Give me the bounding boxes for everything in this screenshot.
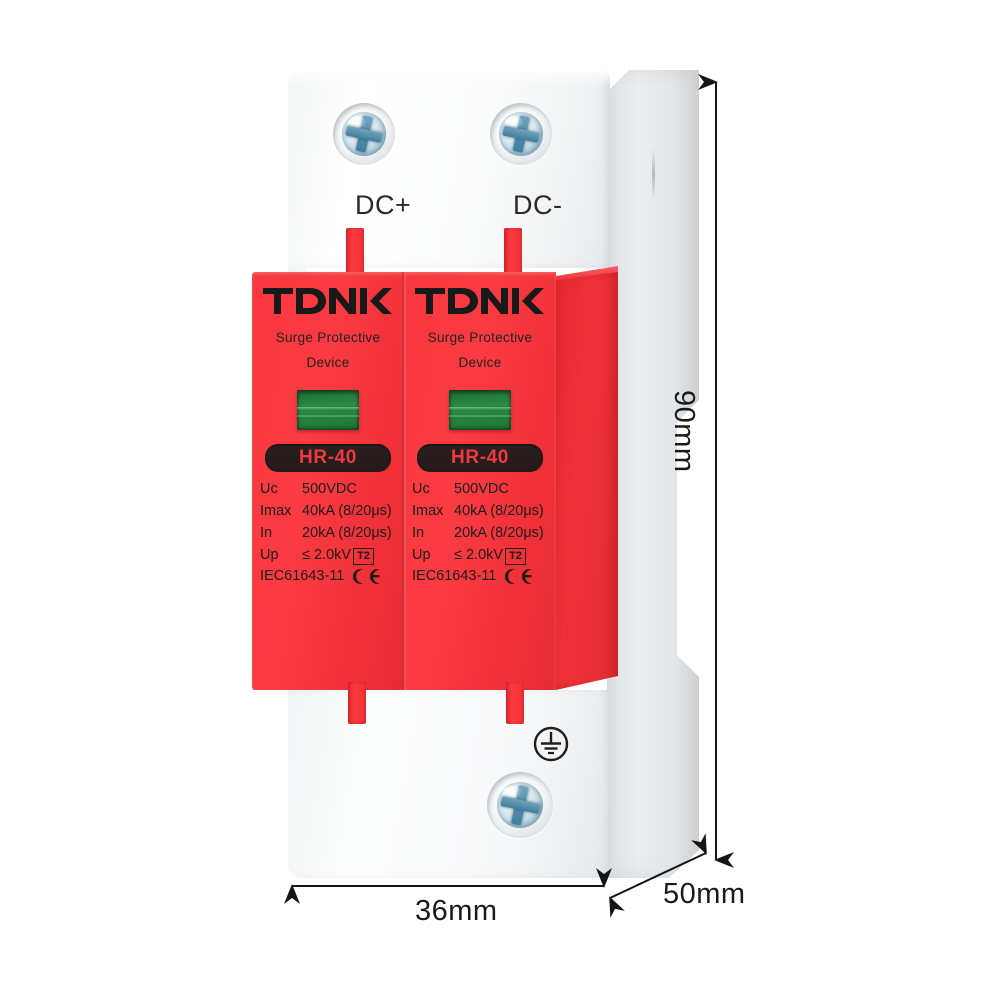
model-label: HR-40	[299, 446, 357, 468]
spec-row-in: In 20kA (8/20μs)	[412, 522, 548, 544]
housing-side-seam	[652, 148, 655, 200]
dimension-line-depth	[609, 833, 707, 918]
ce-mark-icon	[350, 568, 382, 585]
module-tab-bottom-right	[506, 682, 524, 724]
spec-row-uc: Uc 500VDC	[260, 478, 396, 500]
spec-row-in: In 20kA (8/20μs)	[260, 522, 396, 544]
housing-top-bevel	[288, 70, 610, 86]
model-label: HR-40	[451, 446, 509, 468]
module-subtitle: Surge Protective Device	[252, 326, 404, 376]
module-divider-seam	[402, 272, 406, 690]
spec-value: ≤ 2.0kV	[302, 547, 352, 564]
spec-key: Up	[260, 547, 279, 564]
subtitle-line-2: Device	[306, 354, 350, 370]
model-badge: HR-40	[417, 443, 543, 472]
module-tab-top-right	[504, 228, 522, 274]
spec-key: In	[412, 525, 425, 541]
terminal-screw-dc-minus[interactable]	[490, 103, 552, 165]
subtitle-line-2: Device	[458, 354, 502, 370]
type-class-badge: T2	[353, 548, 374, 566]
housing-top-block	[288, 70, 610, 268]
model-badge: HR-40	[265, 443, 391, 472]
spec-row-imax: Imax 40kA (8/20μs)	[260, 500, 396, 522]
subtitle-line-1: Surge Protective	[275, 330, 381, 345]
surge-module-dc-plus[interactable]: Surge Protective Device HR-40 Uc 500VDC …	[252, 272, 404, 690]
spec-key: In	[260, 525, 273, 541]
module-subtitle: Surge Protective Device	[404, 326, 556, 376]
module-face: Surge Protective Device HR-40 Uc 500VDC …	[252, 272, 404, 690]
spec-list: Uc 500VDC Imax 40kA (8/20μs) In 20kA (8/…	[404, 478, 556, 588]
spec-key: Imax	[412, 502, 444, 519]
spec-key: Uc	[260, 480, 278, 497]
dimension-label-height: 90mm	[668, 390, 700, 473]
spec-row-up: Up ≤ 2.0kV T2	[260, 544, 396, 566]
terminal-label-dc-plus: DC+	[355, 190, 412, 220]
dimension-label-width: 36mm	[415, 895, 498, 927]
spec-key: Up	[412, 547, 431, 564]
ce-mark-icon	[502, 568, 534, 585]
surge-module-dc-minus[interactable]: Surge Protective Device HR-40 Uc 500VDC …	[404, 272, 556, 690]
standard-row: IEC61643-11	[260, 566, 396, 588]
spec-row-imax: Imax 40kA (8/20μs)	[412, 500, 548, 522]
dimension-label-depth: 50mm	[663, 878, 746, 910]
spec-list: Uc 500VDC Imax 40kA (8/20μs) In 20kA (8/…	[252, 478, 404, 588]
standard-row: IEC61643-11	[412, 566, 548, 588]
spec-value: ≤ 2.0kV	[454, 547, 504, 564]
status-indicator-window	[297, 389, 359, 430]
brand-logo	[252, 286, 404, 316]
module-tab-bottom-left	[348, 682, 366, 724]
spec-row-up: Up ≤ 2.0kV T2	[412, 544, 548, 566]
status-indicator-window	[449, 389, 511, 430]
spec-value: 500VDC	[454, 480, 509, 497]
standard-label: IEC61643-11	[260, 568, 345, 585]
spec-value: 40kA (8/20μs)	[302, 502, 392, 519]
spec-key: Imax	[260, 502, 292, 519]
module-tab-top-left	[346, 228, 364, 274]
terminal-label-dc-minus: DC-	[513, 190, 563, 220]
module-right-depth-face	[556, 272, 618, 690]
earth-ground-symbol-icon	[531, 724, 571, 764]
spec-key: Uc	[412, 480, 430, 497]
module-face: Surge Protective Device HR-40 Uc 500VDC …	[404, 272, 556, 690]
spec-value: 20kA (8/20μs)	[302, 525, 392, 541]
subtitle-line-1: Surge Protective	[427, 330, 533, 345]
spec-row-uc: Uc 500VDC	[412, 478, 548, 500]
brand-logo	[404, 286, 556, 316]
housing-bottom-block	[288, 690, 610, 878]
spec-value: 40kA (8/20μs)	[454, 502, 544, 519]
terminal-screw-dc-plus[interactable]	[333, 103, 395, 165]
spec-value: 20kA (8/20μs)	[454, 525, 544, 541]
standard-label: IEC61643-11	[412, 568, 497, 585]
type-class-badge: T2	[505, 548, 526, 566]
spec-value: 500VDC	[302, 480, 357, 497]
